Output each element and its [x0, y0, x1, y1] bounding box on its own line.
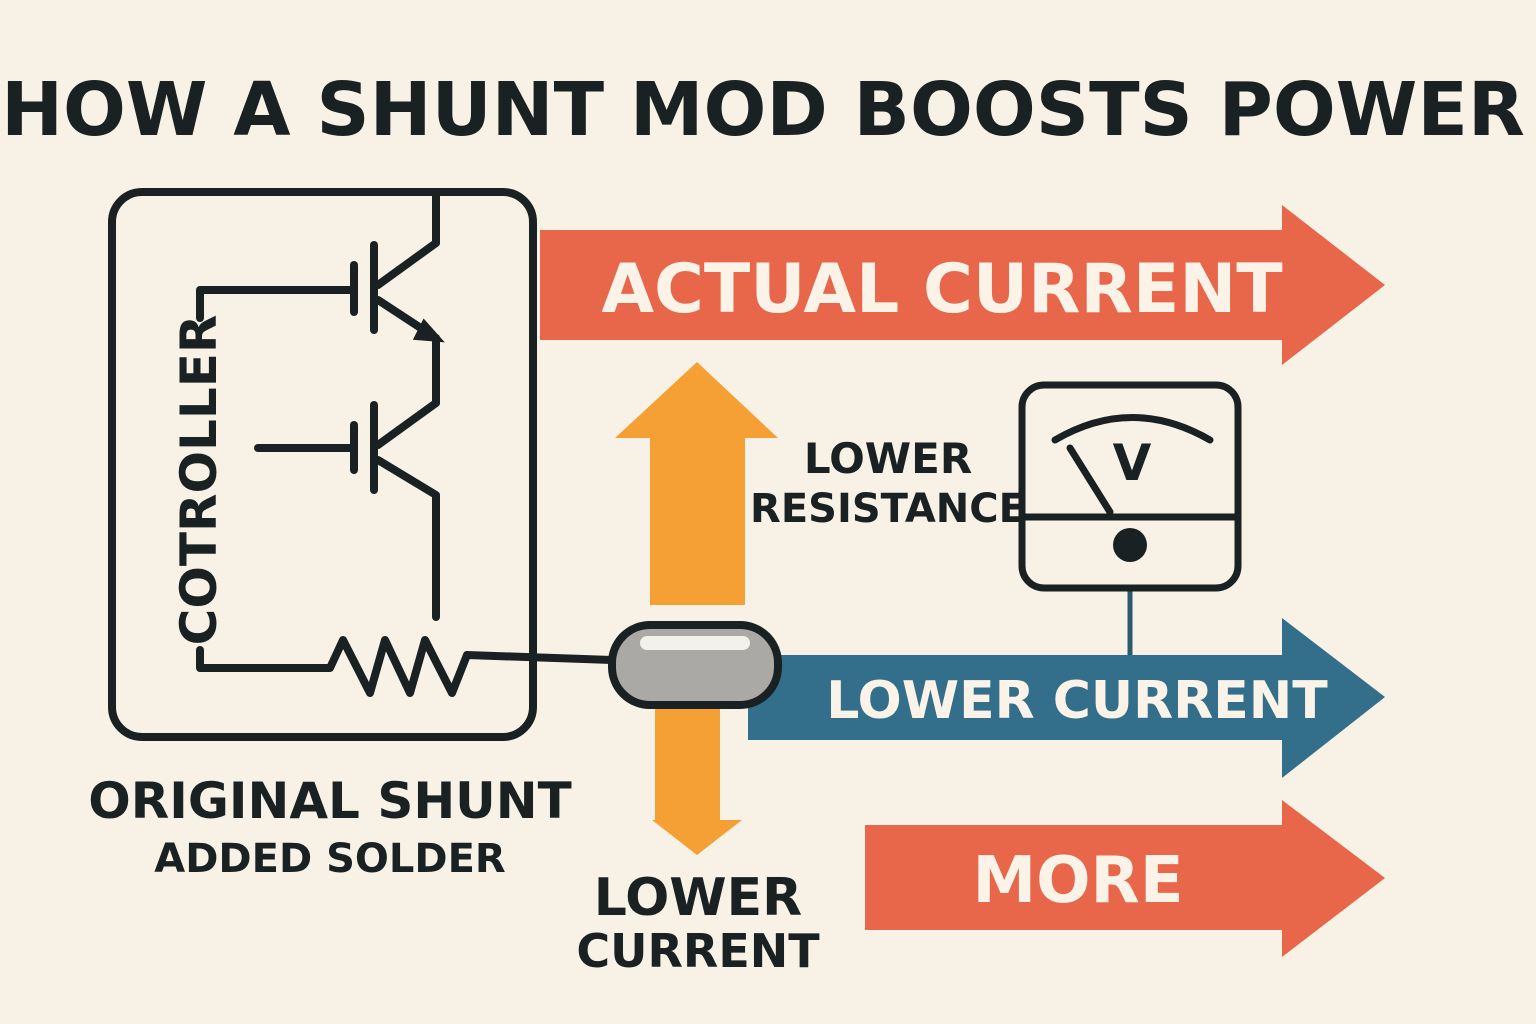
lower-current-arrow [748, 618, 1385, 778]
lower-current-line1: LOWER [594, 868, 802, 928]
original-shunt-label: ORIGINAL SHUNT [88, 772, 571, 830]
voltmeter: V [1018, 381, 1242, 592]
added-solder-label: ADDED SOLDER [154, 836, 505, 882]
controller-label: COTROLLER [170, 315, 228, 646]
emitter-wire [374, 456, 440, 621]
lower-current-line2: CURRENT [576, 924, 820, 978]
controller-box [108, 188, 537, 741]
meter-symbol: V [1113, 434, 1152, 492]
lower-resistance-line1: LOWER [804, 434, 972, 483]
more-arrow [865, 800, 1385, 957]
meter-body [1018, 381, 1242, 592]
resistor-shunt [196, 636, 616, 697]
lower-current-arrow-label: LOWER CURRENT [826, 671, 1328, 731]
more-label: MORE [972, 844, 1183, 918]
down-arrow [652, 705, 742, 855]
meter-needle [1066, 444, 1114, 516]
collector-wire [374, 188, 440, 289]
actual-current-arrow [540, 205, 1385, 365]
gate-1-wire [196, 286, 358, 322]
mid-wire [374, 296, 440, 449]
actual-current-label: ACTUAL CURRENT [601, 250, 1283, 329]
circuit [108, 188, 616, 741]
solder-highlight [640, 636, 750, 650]
emitter-arrow-icon [412, 318, 445, 343]
page-title: HOW A SHUNT MOD BOOSTS POWER [1, 67, 1525, 153]
meter-scale-arc [1051, 414, 1214, 444]
meter-pivot [1113, 528, 1147, 562]
lower-resistance-line2: RESISTANCE [750, 486, 1026, 532]
up-arrow [615, 362, 778, 605]
